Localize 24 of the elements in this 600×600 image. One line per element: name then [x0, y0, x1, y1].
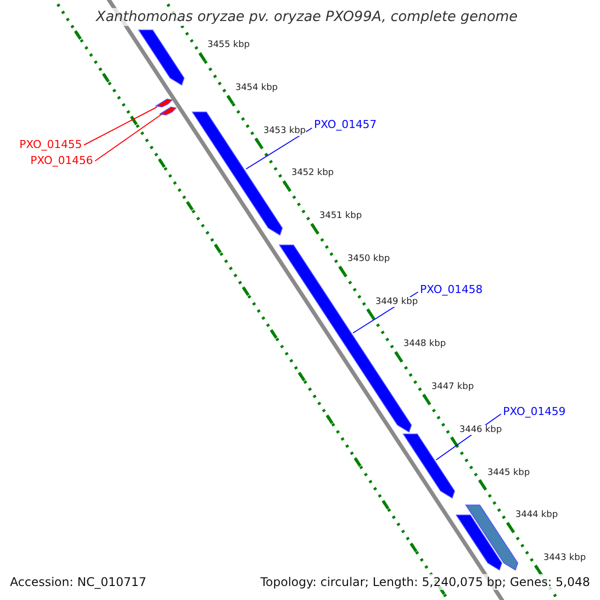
- accession-text: Accession: NC_010717: [8, 574, 148, 590]
- tick-label: 3445 kbp: [487, 468, 530, 478]
- leader-line: [94, 114, 162, 162]
- leader-line: [84, 106, 158, 146]
- tick-label: 3451 kbp: [319, 211, 362, 221]
- genome-info-text: Topology: circular; Length: 5,240,075 bp; Genes: 5,048: [258, 574, 592, 590]
- tick-label: 3453 kbp: [263, 126, 306, 136]
- gene-label: PXO_01456: [30, 154, 93, 167]
- tick-label: 3443 kbp: [543, 553, 586, 563]
- leader-line: [246, 128, 312, 170]
- gene-bar: [154, 98, 173, 108]
- gene-bar: [158, 106, 177, 116]
- gene-label: PXO_01458: [420, 283, 483, 296]
- gene-label: PXO_01457: [314, 118, 377, 131]
- gene-bar: [138, 30, 185, 86]
- gene-label: PXO_01455: [19, 138, 82, 151]
- gene-bar: [456, 514, 502, 571]
- tick-label: 3452 kbp: [291, 168, 334, 178]
- tick-label: 3450 kbp: [347, 254, 390, 264]
- tick-label: 3449 kbp: [375, 296, 418, 306]
- tick-label: 3448 kbp: [403, 339, 446, 350]
- gene-label: PXO_01459: [503, 405, 566, 418]
- tick-label: 3444 kbp: [515, 510, 558, 520]
- gene-bar: [402, 434, 456, 499]
